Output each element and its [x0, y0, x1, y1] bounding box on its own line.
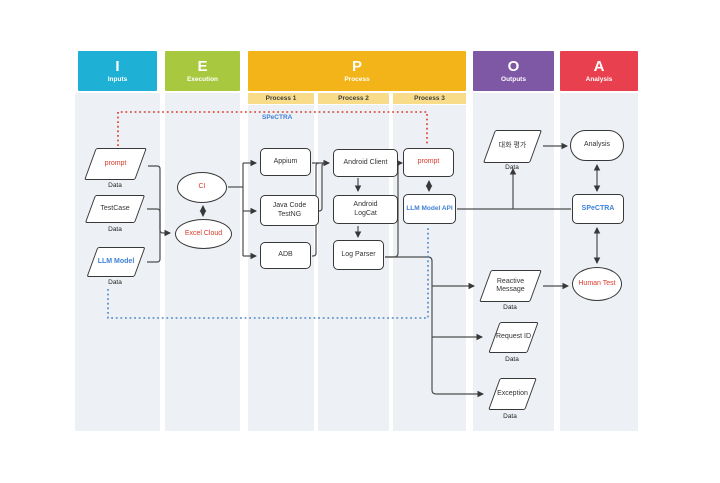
- node-llm-model-api: LLM Model API: [403, 194, 456, 224]
- node-dialog-eval: 대화 평가: [482, 130, 543, 163]
- node-testcase: TestCase: [83, 195, 147, 223]
- node-llm-model: LLM Model: [85, 247, 147, 277]
- subheader-process-3: Process 3: [393, 93, 466, 104]
- node-android-client: Android Client: [333, 149, 398, 177]
- llm-model-data-label: Data: [108, 279, 122, 286]
- request-id-data-label: Data: [505, 356, 519, 363]
- node-llm-model-label: LLM Model: [97, 257, 135, 265]
- edge-adb-up: [312, 162, 320, 257]
- node-exception: Exception: [487, 378, 538, 410]
- header-process-letter: P: [351, 57, 362, 75]
- node-prompt-input: prompt: [83, 148, 148, 180]
- node-analysis: Analysis: [570, 130, 624, 161]
- edge-prompt-to-excel: [148, 165, 171, 237]
- header-execution: E Execution: [165, 51, 240, 91]
- node-reactive-message: Reactive Message: [478, 270, 543, 302]
- node-exception-label: Exception: [497, 389, 528, 397]
- header-inputs: I Inputs: [78, 51, 157, 91]
- header-process-name: Process: [344, 75, 370, 83]
- header-analysis: A Analysis: [560, 51, 638, 91]
- header-outputs-name: Outputs: [501, 75, 526, 83]
- header-execution-letter: E: [197, 57, 208, 75]
- header-process: P Process: [248, 51, 466, 91]
- node-request-id: Request ID: [487, 322, 540, 353]
- dotted-blue-llm-loop: [107, 228, 429, 319]
- node-log-parser: Log Parser: [333, 240, 384, 270]
- dotted-red-prompt-loop: [117, 111, 428, 146]
- node-prompt-process: prompt: [403, 148, 454, 177]
- edge-llmmodel-join: [147, 233, 161, 263]
- exception-data-label: Data: [503, 413, 517, 420]
- edge-testcase-join: [147, 208, 161, 233]
- header-inputs-name: Inputs: [107, 75, 128, 83]
- header-inputs-letter: I: [115, 57, 120, 75]
- node-ci: CI: [177, 172, 227, 203]
- node-testcase-label: TestCase: [100, 204, 130, 212]
- edge-testng-up: [312, 162, 326, 212]
- dialog-eval-data-label: Data: [505, 164, 519, 171]
- subheader-process-1: Process 1: [248, 93, 314, 104]
- header-analysis-letter: A: [593, 57, 605, 75]
- node-spectra: SPeCTRA: [572, 194, 624, 224]
- header-execution-name: Execution: [186, 75, 219, 83]
- node-java-testng: Java Code TestNG: [260, 195, 319, 226]
- testcase-data-label: Data: [108, 226, 122, 233]
- node-human-test: Human Test: [572, 267, 622, 301]
- node-appium: Appium: [260, 148, 311, 176]
- node-excel-cloud: Excel Cloud: [175, 219, 232, 249]
- edge-parser-outputs: [385, 256, 484, 398]
- node-adb: ADB: [260, 242, 311, 269]
- header-outputs-letter: O: [507, 57, 520, 75]
- prompt-input-data-label: Data: [108, 182, 122, 189]
- reactive-message-data-label: Data: [503, 304, 517, 311]
- node-request-id-label: Request ID: [495, 333, 532, 341]
- spectra-flow-label: SPeCTRA: [262, 114, 293, 121]
- header-analysis-name: Analysis: [585, 75, 613, 83]
- node-reactive-message-label: Reactive Message: [496, 277, 525, 294]
- node-prompt-input-label: prompt: [104, 159, 127, 167]
- node-dialog-eval-label: 대화 평가: [498, 142, 527, 150]
- header-outputs: O Outputs: [473, 51, 554, 91]
- subheader-process-2: Process 2: [318, 93, 389, 104]
- execution-column-bg: [165, 93, 240, 431]
- node-android-logcat: Android LogCat: [333, 195, 398, 224]
